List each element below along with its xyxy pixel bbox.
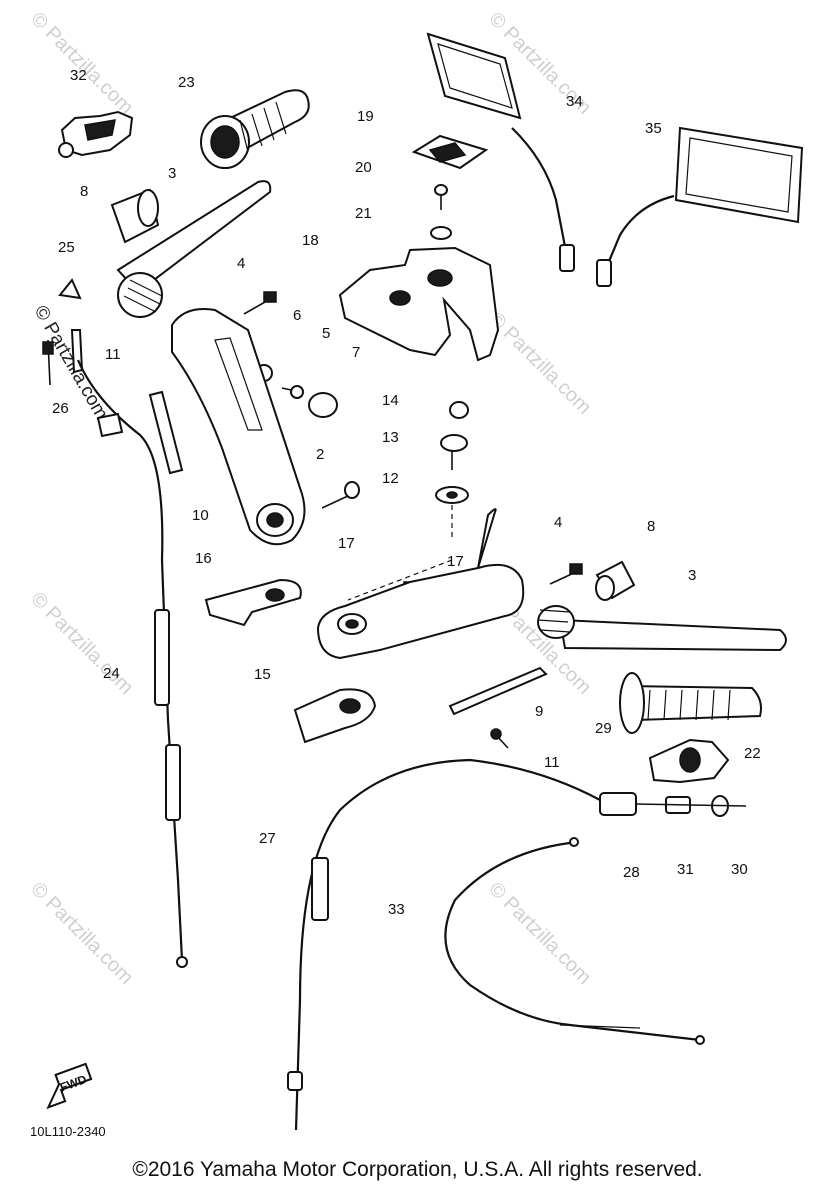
callout-17: 17 — [447, 553, 464, 570]
part-13-bolt[interactable] — [440, 434, 468, 470]
part-9-strap[interactable] — [448, 666, 548, 716]
watermark: © Partzilla.com — [26, 878, 137, 989]
part-10-bracket[interactable] — [148, 390, 184, 475]
callout-16: 16 — [195, 550, 212, 567]
part-4-bolt-a[interactable] — [243, 291, 277, 315]
callout-10: 10 — [192, 507, 209, 524]
callout-8: 8 — [80, 183, 88, 200]
callout-8: 8 — [647, 518, 655, 535]
part-24-cable[interactable] — [76, 359, 188, 968]
callout-11: 11 — [105, 346, 121, 363]
part-7-cap[interactable] — [308, 392, 338, 418]
callout-2: 2 — [316, 446, 324, 463]
part-8-bushing[interactable] — [110, 188, 160, 244]
part-33-cable[interactable] — [444, 837, 705, 1045]
callout-4: 4 — [554, 514, 562, 531]
part-5-screw[interactable] — [281, 385, 304, 399]
part-32-switch[interactable] — [58, 110, 134, 158]
callout-20: 20 — [355, 159, 372, 176]
part-11-bolt[interactable] — [490, 728, 509, 749]
watermark-dark: © Partzilla.com — [30, 302, 112, 423]
part-21-washer[interactable] — [430, 226, 452, 240]
part-29-switch[interactable] — [648, 738, 730, 784]
part-2-holder-left[interactable] — [171, 308, 306, 546]
watermark: © Partzilla.com — [26, 8, 137, 119]
part-30-nut[interactable] — [635, 795, 747, 817]
callout-31: 31 — [677, 861, 694, 878]
part-19-clamp[interactable] — [411, 134, 489, 170]
callout-33: 33 — [388, 901, 405, 918]
callout-34: 34 — [566, 93, 583, 110]
callout-14: 14 — [382, 392, 399, 409]
callout-12: 12 — [382, 470, 399, 487]
callout-4: 4 — [237, 255, 245, 272]
callout-5: 5 — [322, 325, 330, 342]
part-27-cable[interactable] — [287, 758, 601, 1131]
callout-29: 29 — [595, 720, 612, 737]
callout-15: 15 — [254, 666, 271, 683]
part-4-bolt-b[interactable] — [549, 563, 583, 585]
part-15-plate[interactable] — [293, 688, 377, 744]
part-20-bolt[interactable] — [434, 184, 448, 210]
callout-22: 22 — [744, 745, 761, 762]
part-3-bar-left[interactable] — [116, 180, 272, 318]
callout-25: 25 — [58, 239, 75, 256]
part-28-adjuster[interactable] — [599, 792, 637, 816]
callout-11: 11 — [544, 754, 560, 771]
callout-6: 6 — [293, 307, 301, 324]
callout-3: 3 — [688, 567, 696, 584]
watermark: © Partzilla.com — [484, 308, 595, 419]
callout-19: 19 — [357, 108, 374, 125]
callout-9: 9 — [535, 703, 543, 720]
callout-26: 26 — [52, 400, 69, 417]
part-17-bolt-a[interactable] — [321, 481, 360, 509]
part-26-bolt[interactable] — [42, 339, 54, 386]
callout-7: 7 — [352, 344, 360, 361]
callout-32: 32 — [70, 67, 87, 84]
diagram-code: 10L110-2340 — [30, 1124, 106, 1139]
part-2-holder-right[interactable] — [316, 508, 525, 660]
callout-13: 13 — [382, 429, 399, 446]
part-22-grip[interactable] — [619, 672, 762, 734]
watermarks: © Partzilla.com © Partzilla.com © Partzi… — [26, 8, 595, 989]
part-16-plate[interactable] — [204, 578, 302, 627]
callout-28: 28 — [623, 864, 640, 881]
part-18-clamp[interactable] — [338, 246, 500, 362]
callout-18: 18 — [302, 232, 319, 249]
part-8-bushing-right[interactable] — [595, 560, 636, 601]
copyright-notice: ©2016 Yamaha Motor Corporation, U.S.A. A… — [132, 1158, 703, 1181]
part-25-clip[interactable] — [58, 278, 82, 300]
part-14-cap[interactable] — [449, 401, 469, 419]
watermark: © Partzilla.com — [26, 588, 137, 699]
part-12-washer[interactable] — [435, 486, 469, 504]
callout-21: 21 — [355, 205, 372, 222]
callout-30: 30 — [731, 861, 748, 878]
callout-17: 17 — [338, 535, 355, 552]
callout-27: 27 — [259, 830, 276, 847]
callout-24: 24 — [103, 665, 120, 682]
part-3-bar-right[interactable] — [537, 605, 787, 652]
callout-35: 35 — [645, 120, 662, 137]
fwd-arrow-icon: FWD — [46, 1062, 93, 1110]
part-34-mirror-left[interactable] — [426, 32, 575, 272]
part-23-grip[interactable] — [200, 89, 310, 169]
part-35-mirror-right[interactable] — [596, 126, 804, 287]
callout-3: 3 — [168, 165, 176, 182]
callout-23: 23 — [178, 74, 195, 91]
watermark: © Partzilla.com — [484, 878, 595, 989]
